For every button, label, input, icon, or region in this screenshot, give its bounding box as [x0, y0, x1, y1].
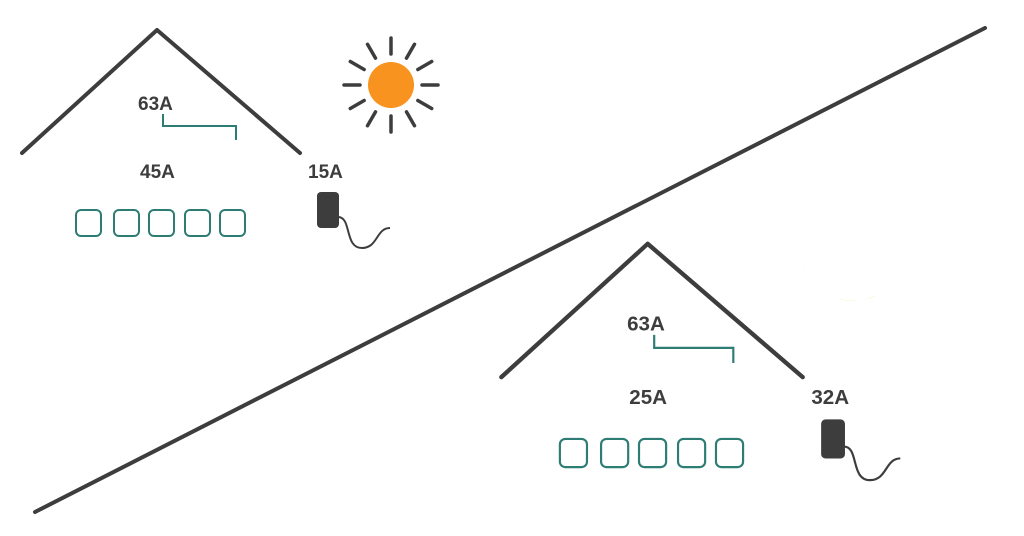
house-roof [20, 28, 302, 155]
tv-icon [113, 209, 140, 237]
sun-ray [365, 110, 378, 128]
main-supply-label: 63A [138, 94, 173, 115]
wiring [653, 334, 735, 364]
charging-cable [843, 445, 901, 482]
moon-icon [800, 212, 890, 301]
main-supply-label: 63A [627, 313, 665, 336]
home-load-label: 25A [629, 386, 667, 409]
day-scene: 63A 45A 15A ··· [20, 28, 391, 250]
sun-ray [416, 98, 434, 111]
sun-icon [342, 36, 440, 134]
washing-machine-icon [676, 437, 707, 469]
charger-current-label: 32A [811, 386, 849, 409]
charger-current-label: 15A [308, 162, 343, 183]
cooking-pot-icon [558, 437, 589, 469]
sun-ray [365, 42, 378, 60]
more-icon: ··· [219, 209, 246, 237]
ev-charger-icon [821, 419, 845, 459]
sun-ray [348, 59, 366, 72]
computer-icon [637, 437, 668, 469]
ev-charger-icon [317, 192, 339, 228]
wiring [162, 114, 237, 140]
charging-cable [337, 216, 391, 250]
night-scene: 63A 25A 32A ··· [499, 241, 901, 482]
house-roof [499, 241, 805, 380]
home-load-label: 45A [140, 162, 175, 183]
more-icon: ··· [714, 437, 745, 469]
cooking-pot-icon [75, 209, 102, 237]
sun-ray [348, 98, 366, 111]
washing-machine-icon [184, 209, 211, 237]
divider-line [33, 26, 987, 514]
sun-ray [404, 110, 417, 128]
house [20, 28, 302, 155]
computer-icon [148, 209, 175, 237]
sun-ray [416, 59, 434, 72]
house [499, 241, 805, 380]
tv-icon [599, 437, 630, 469]
sun-ray [404, 42, 417, 60]
